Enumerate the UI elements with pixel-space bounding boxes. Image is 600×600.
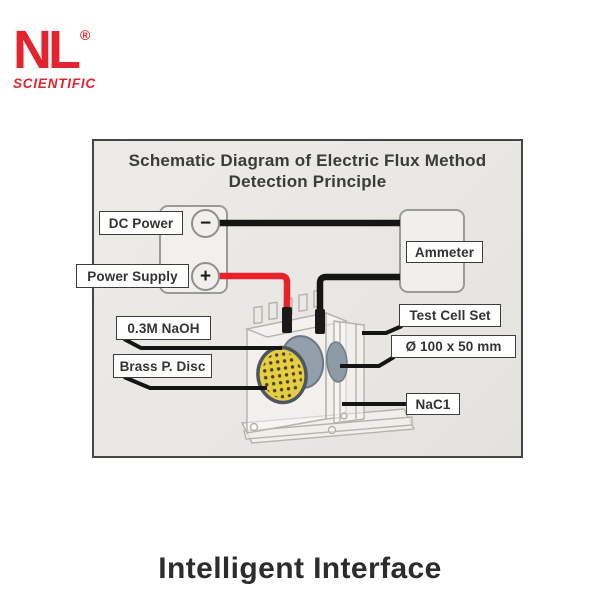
brand-logo: NL® SCIENTIFIC [13,10,96,91]
label-brass-disc-text: Brass P. Disc [119,358,206,374]
label-dc-power-text: DC Power [108,215,174,231]
positive-terminal: + [191,262,220,291]
ammeter-wire [316,273,400,313]
label-ammeter: Ammeter [406,241,483,263]
label-test-cell: Test Cell Set [399,304,501,327]
label-ammeter-text: Ammeter [414,244,475,260]
label-naoh-text: 0.3M NaOH [127,320,200,336]
logo-nl-letters: NL [13,20,81,80]
label-brass-disc: Brass P. Disc [113,354,212,378]
label-dimensions: Ø 100 x 50 mm [391,335,516,358]
leader-lines [123,324,406,406]
brand-logo-subtext: SCIENTIFIC [13,76,97,91]
label-power-supply-text: Power Supply [87,268,178,284]
diagram-title-line1: Schematic Diagram of Electric Flux Metho… [128,151,487,170]
brand-logo-text: NL® [13,10,96,77]
label-test-cell-text: Test Cell Set [409,308,491,323]
red-plug [282,307,292,333]
label-nacl-text: NaC1 [415,396,451,412]
page-caption: Intelligent Interface [158,552,442,585]
minus-icon: − [199,213,212,234]
plus-icon: + [199,266,212,287]
diagram-title-line2: Detection Principle [228,172,387,191]
label-naoh: 0.3M NaOH [116,316,211,340]
label-nacl: NaC1 [406,393,460,415]
label-dimensions-text: Ø 100 x 50 mm [405,339,502,354]
label-dc-power: DC Power [99,211,183,235]
label-power-supply: Power Supply [76,264,189,288]
negative-terminal: − [191,209,220,238]
schematic-drawing [123,219,416,444]
diagram-title: Schematic Diagram of Electric Flux Metho… [94,150,521,192]
positive-wire [219,272,291,311]
electrode-discs [256,335,348,405]
circuit-wires [219,219,400,334]
black-plug [315,309,325,334]
registered-mark: ® [79,27,91,43]
schematic-photo: Schematic Diagram of Electric Flux Metho… [76,139,523,458]
